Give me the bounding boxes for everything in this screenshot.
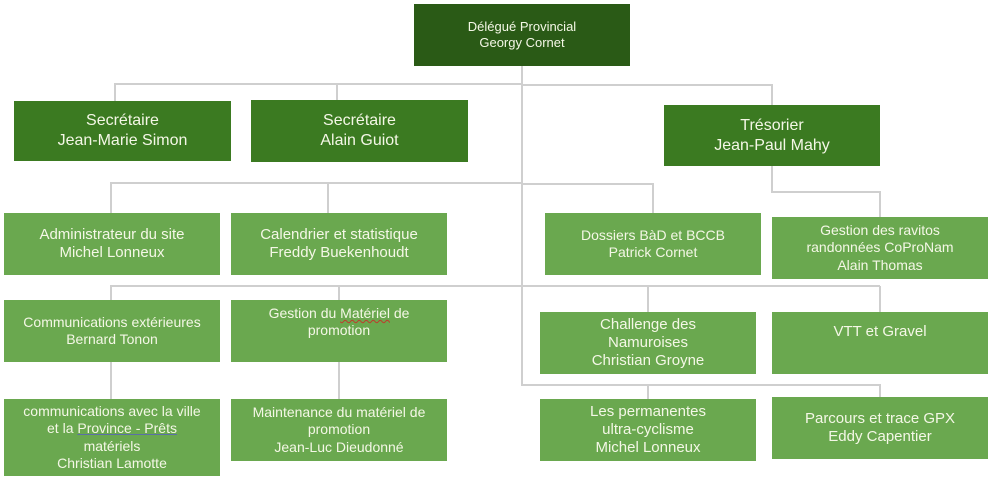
connector [336, 83, 338, 101]
connector [110, 362, 112, 400]
connector [110, 285, 880, 287]
node-delegue-provincial[interactable]: Délégué Provincial Georgy Cornet [414, 4, 630, 66]
grammar-check-phrase: Province - Prêts [77, 420, 177, 437]
node-role-line: Maintenance du matériel de [252, 404, 426, 421]
node-person: Alain Guiot [320, 132, 399, 149]
node-person: Michel Lonneux [59, 244, 165, 261]
node-person: Eddy Capentier [828, 428, 932, 445]
spellcheck-word: Matériel [340, 305, 390, 321]
node-person: Jean-Marie Simon [57, 132, 188, 149]
connector [521, 384, 881, 386]
node-gestion-materiel-promotion[interactable]: Gestion du Matériel de promotion [231, 300, 447, 362]
node-role-line: Namuroises [607, 333, 689, 351]
node-role-line: matériels [83, 437, 141, 454]
node-role: Gestion du Matériel de promotion [237, 305, 441, 339]
node-role-line: Gestion des ravitos [820, 222, 940, 239]
connector [879, 385, 881, 398]
node-role-line: et la Province - Prêts [47, 420, 177, 437]
node-person: Patrick Cornet [608, 244, 698, 260]
node-role: Secrétaire [86, 112, 159, 130]
node-tresorier[interactable]: Trésorier Jean-Paul Mahy [664, 105, 880, 166]
connector [338, 362, 340, 400]
connector [114, 83, 523, 85]
node-role-part: Gestion du [268, 305, 341, 321]
node-vtt-gravel[interactable]: VTT et Gravel [772, 312, 988, 374]
connector [338, 286, 340, 301]
node-communications-exterieures[interactable]: Communications extérieures Bernard Tonon [4, 300, 220, 362]
node-role-line: communications avec la ville [23, 403, 201, 420]
node-role: Délégué Provincial [467, 19, 577, 35]
connector [879, 191, 881, 218]
connector [879, 286, 881, 313]
connector [521, 66, 523, 386]
node-role: Calendrier et statistique [260, 225, 418, 243]
node-person: Bernard Tonon [66, 331, 158, 347]
connector [647, 385, 649, 400]
node-person: Jean-Paul Mahy [714, 136, 830, 154]
node-role-line: Les permanentes [590, 402, 706, 420]
node-person: Michel Lonneux [595, 439, 701, 457]
node-role: Dossiers BàD et BCCB [581, 226, 725, 243]
node-role-part: et la [47, 420, 78, 437]
node-secretaire-2[interactable]: Secrétaire Alain Guiot [251, 100, 468, 162]
node-secretaire-1[interactable]: Secrétaire Jean-Marie Simon [14, 101, 231, 161]
connector [652, 183, 654, 214]
node-person: Christian Lamotte [57, 454, 167, 471]
node-role: Parcours et trace GPX [804, 409, 956, 427]
node-parcours-trace-gpx[interactable]: Parcours et trace GPX Eddy Capentier [772, 397, 988, 459]
connector [521, 84, 772, 86]
connector [521, 183, 654, 185]
node-dossiers-bad-bccb[interactable]: Dossiers BàD et BCCB Patrick Cornet [545, 213, 761, 275]
node-maintenance-materiel[interactable]: Maintenance du matériel de promotion Jea… [231, 399, 447, 461]
node-role-line: Challenge des [600, 315, 696, 333]
connector [114, 83, 116, 102]
node-role: Communications extérieures [23, 313, 201, 330]
node-person: Christian Groyne [591, 352, 705, 370]
node-administrateur-site[interactable]: Administrateur du site Michel Lonneux [4, 213, 220, 275]
connector [771, 84, 773, 105]
node-communications-ville-province[interactable]: communications avec la ville et la Provi… [4, 399, 220, 476]
node-role-line: ultra-cyclisme [602, 420, 694, 438]
node-calendrier-statistique[interactable]: Calendrier et statistique Freddy Buekenh… [231, 213, 447, 275]
connector [110, 285, 112, 301]
node-role-part: de promotion [307, 305, 410, 339]
node-challenge-namuroises[interactable]: Challenge des Namuroises Christian Groyn… [540, 312, 756, 374]
node-role: VTT et Gravel [833, 323, 927, 340]
node-role-line: promotion [307, 421, 371, 438]
connector [110, 182, 523, 184]
node-gestion-ravitos[interactable]: Gestion des ravitos randonnées CoProNam … [772, 217, 988, 279]
node-role-line: randonnées CoProNam [806, 239, 954, 256]
node-person: Jean-Luc Dieudonné [274, 438, 404, 455]
node-permanentes-ultra-cyclisme[interactable]: Les permanentes ultra-cyclisme Michel Lo… [540, 399, 756, 461]
node-person: Alain Thomas [837, 256, 923, 273]
node-role: Administrateur du site [39, 225, 185, 243]
connector [327, 183, 329, 214]
connector [647, 286, 649, 313]
node-person: Georgy Cornet [479, 35, 565, 50]
connector [110, 182, 112, 214]
node-role: Trésorier [740, 116, 804, 134]
node-role: Secrétaire [323, 112, 396, 130]
connector [771, 191, 881, 193]
node-person: Freddy Buekenhoudt [269, 244, 409, 261]
connector [771, 166, 773, 192]
